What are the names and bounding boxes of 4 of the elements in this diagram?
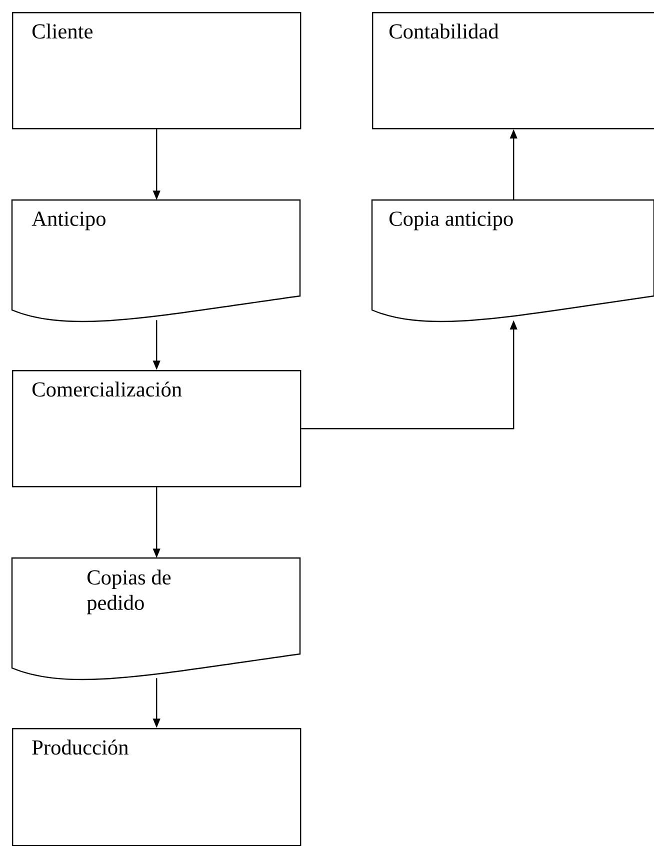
process-box: Cliente [12,12,302,130]
process-box: Producción [12,728,302,846]
process-box: Comercialización [12,370,302,488]
process-box: Contabilidad [372,12,654,130]
